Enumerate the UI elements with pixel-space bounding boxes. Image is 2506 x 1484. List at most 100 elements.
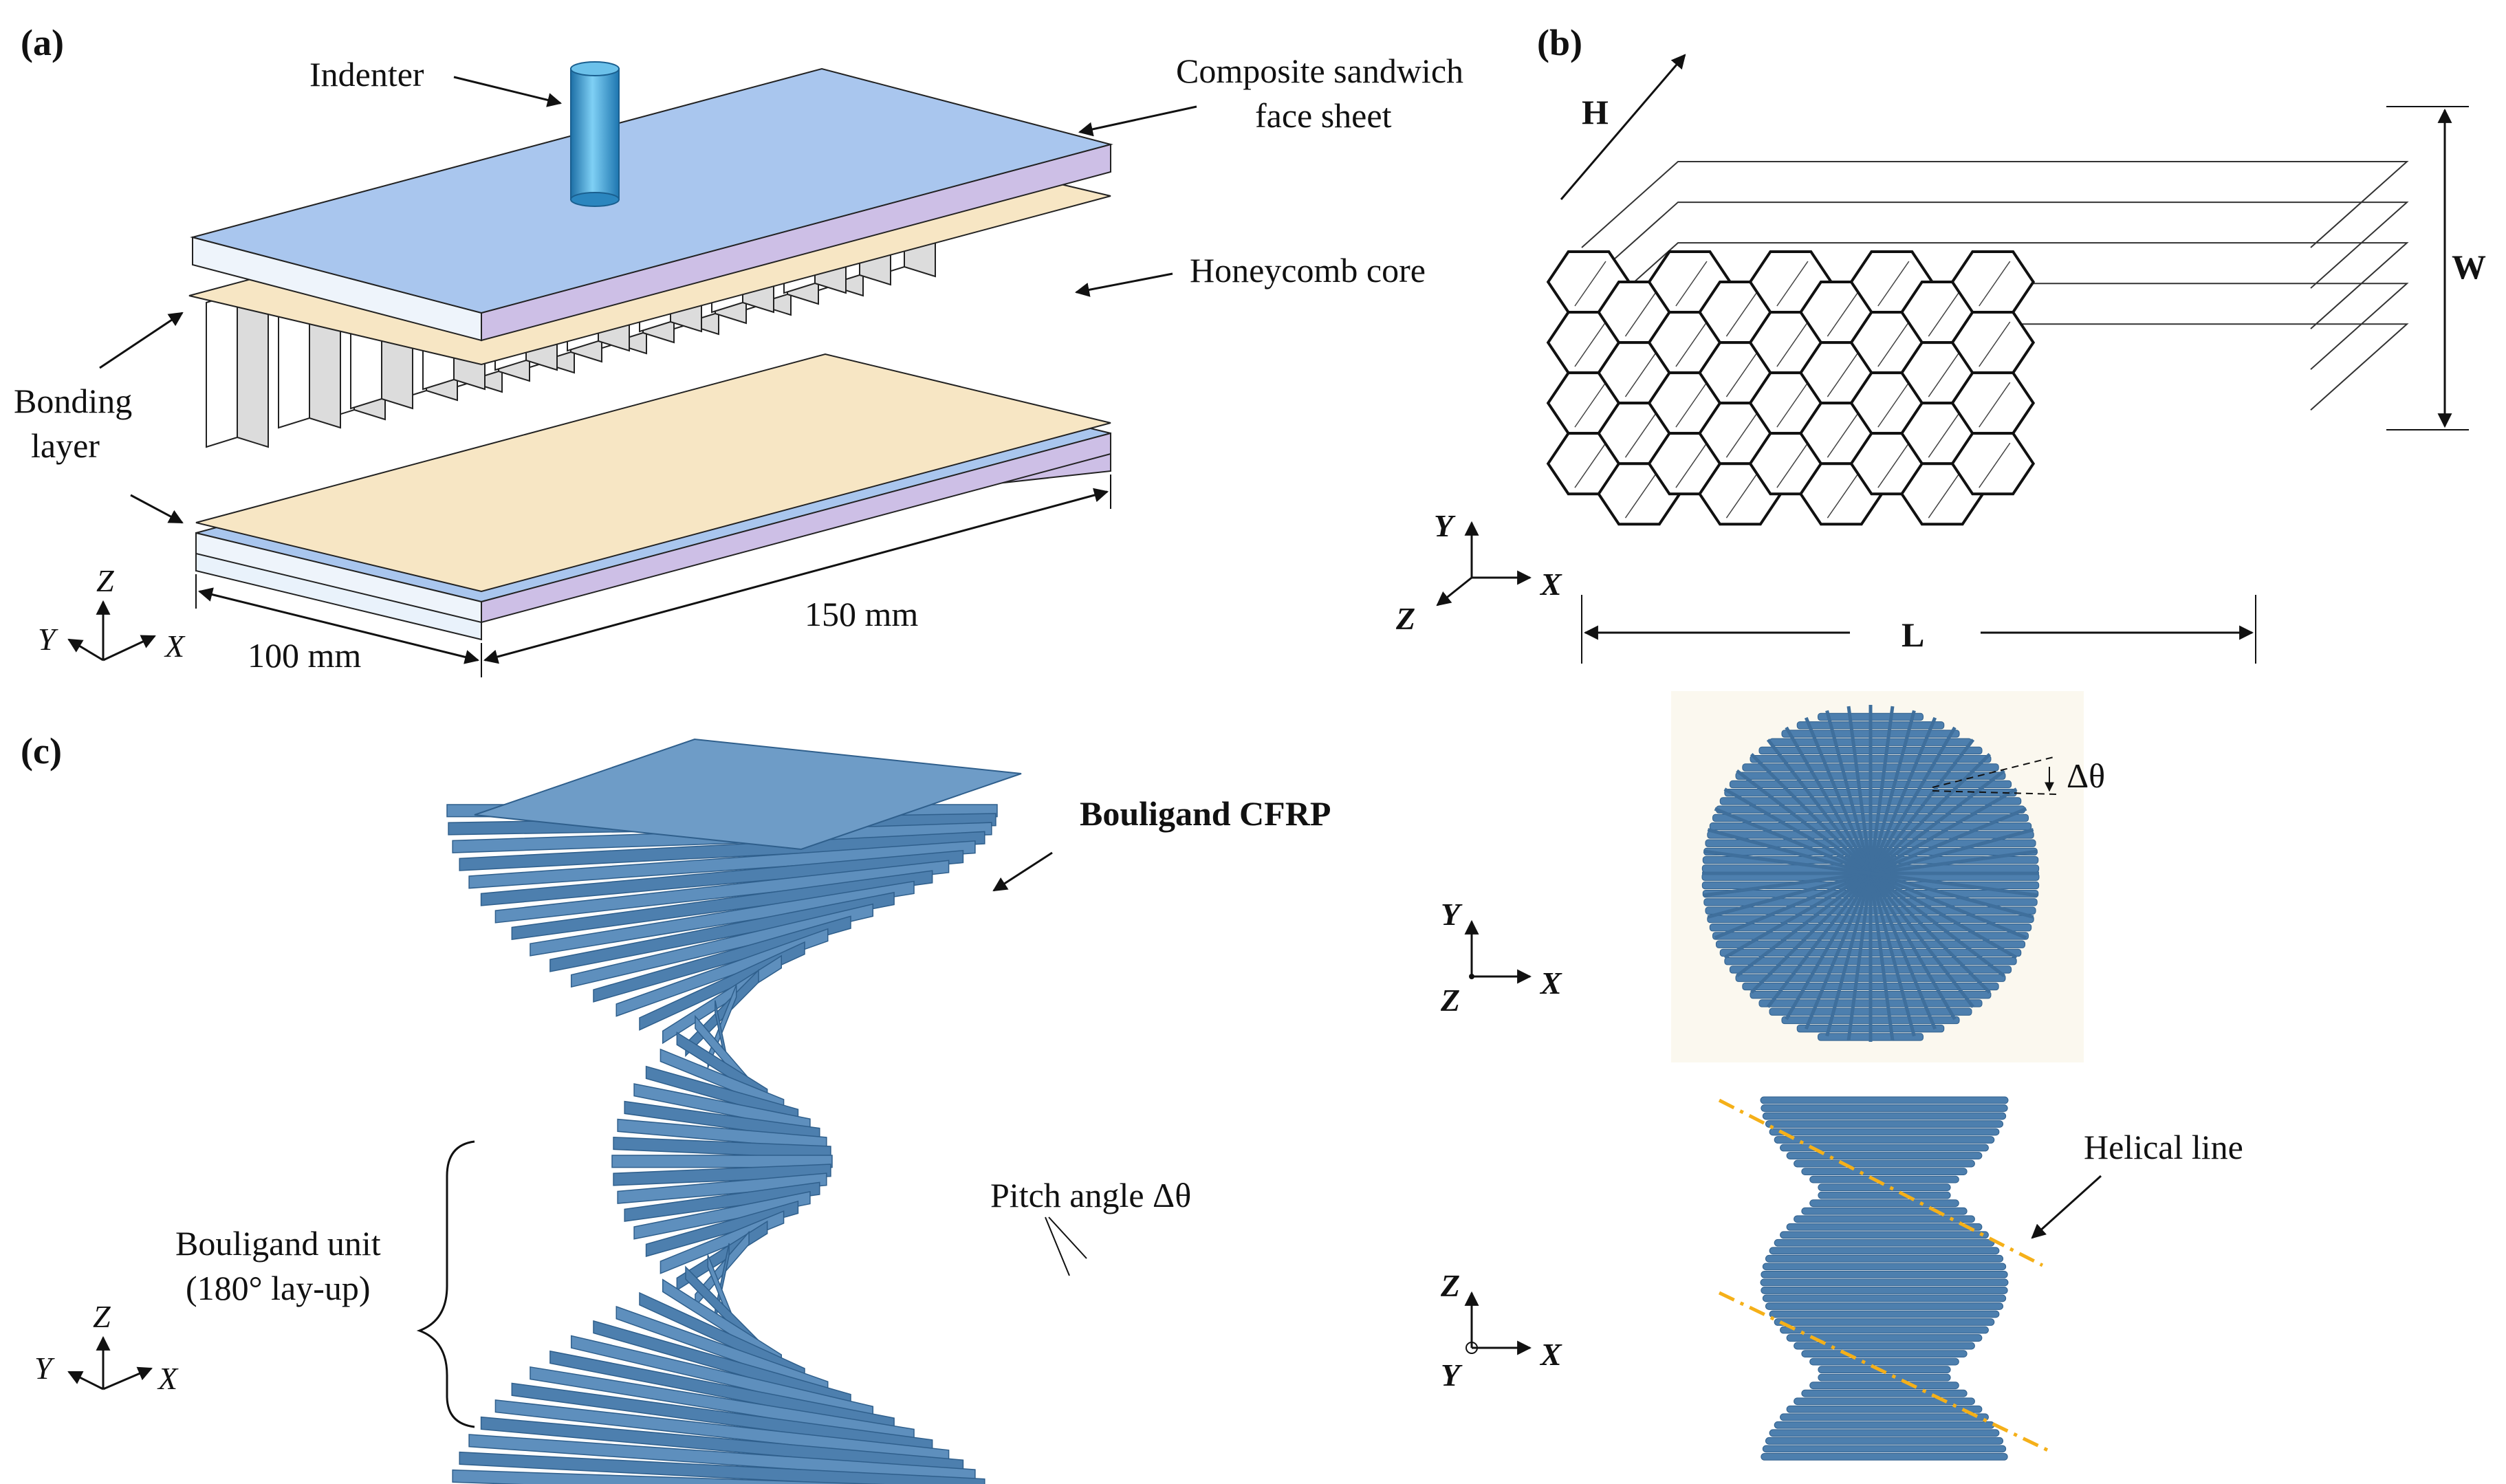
side-view-fiber-layer [1786,1152,1983,1159]
hex-shade-line [1624,412,1657,458]
top-view-rotated-fiber [1869,871,2018,959]
panel-c-label: (c) [21,730,62,772]
honeycomb-core-label: Honeycomb core [1190,251,1426,290]
top-view-rotated-fiber [1868,726,1957,875]
top-view-rotated-fiber [1785,726,1873,875]
side-view-fiber-layer [1769,1128,2000,1136]
fiber-layer [570,903,874,988]
hex-shade-line [1877,321,1910,367]
top-view-rotated-fiber [1870,871,2038,897]
side-view-fiber-layer [1780,1144,1989,1152]
top-view-rotated-fiber [1868,710,1916,874]
top-view-rotated-fiber [1869,787,2018,875]
hex-shade-line [1928,472,1960,519]
top-view-rotated-fiber [1723,787,1872,875]
panel-b-label: (b) [1537,22,1582,63]
helical-line-2 [1718,1291,2051,1453]
hex-shade-line [1827,351,1859,397]
hex-shade-line [1725,412,1758,458]
hex-shade-line [1979,382,2011,428]
panel-b: (b) H W L Y Z X [1395,22,2486,664]
pitch-angle-label: Pitch angle Δθ [990,1176,1191,1214]
indenter-label: Indenter [309,55,424,94]
dimension-H: H [1582,93,1609,131]
top-view-rotated-fiber [1785,872,1873,1021]
side-view-fiber-layer [1801,1207,1968,1215]
top-view-rotated-fiber [1868,873,1937,1030]
side-view-fiber-layer [1765,1437,2004,1445]
top-view-rotated-fiber [1869,872,1992,994]
top-view-rotated-fiber [1869,769,2005,875]
side-view-fiber-layer [1801,1350,1968,1357]
panel-c: (c) Bouligand CFRP Pitch angle Δθ Boulig… [21,691,2243,1484]
hex-extrusion-edge [1581,161,2409,248]
top-view-rotated-fiber [1870,849,2038,875]
axis-z-label-side: Z [1440,1268,1460,1303]
hex-shade-line [1725,472,1758,519]
side-view-fiber-layer [1761,1452,2008,1461]
side-view-fiber-layer [1761,1287,2008,1294]
dimension-L: L [1902,615,1924,654]
side-view-fiber-layer [1780,1231,1989,1239]
fiber-layer [593,915,851,1003]
fiber-top-face [474,738,1022,851]
side-view-fiber-layer [1818,1191,1951,1199]
axis-x-label-c: X [157,1361,179,1396]
hex-shade-line [1574,321,1606,367]
top-view-rotated-fiber [1736,769,1872,875]
top-view-rotated-fiber [1825,873,1873,1037]
bottom-bonding-layer [195,353,1111,593]
top-view-rotated-fiber [1870,807,2027,875]
top-view-rotated-fiber [1736,872,1872,978]
bouligand-unit-label-line1: Bouligand unit [175,1224,381,1263]
hex-shade-line [1574,442,1606,488]
hex-shade-line [1574,261,1606,307]
hex-shade-line [1877,261,1910,307]
side-view-fiber-layer [1801,1389,1968,1397]
side-view-fiber-layer [1761,1104,2008,1112]
axis-y-label: Y [38,622,58,657]
hex-shade-line [1675,442,1708,488]
hex-shade-line [1827,291,1859,337]
honeycomb-wall [237,292,269,448]
axis-z-label: Z [96,563,114,598]
hex-shade-line [1877,442,1910,488]
axis-triad-side [1464,1291,1532,1355]
top-view-rotated-fiber [1846,706,1873,874]
indenter [570,61,620,207]
hex-shade-line [1574,382,1606,428]
top-view-rotated-fiber [1870,828,2034,875]
top-view-rotated-fiber [1868,873,1916,1037]
fiber-layer [511,870,933,940]
axis-y-label-b: Y [1434,508,1456,543]
hex-shade-line [1776,442,1809,488]
side-view-fiber-layer [1818,1373,1951,1382]
top-view-rotated-fiber [1714,807,1871,875]
hex-shade-line [1928,291,1960,337]
axis-y-label-top: Y [1441,897,1463,932]
hex-shade-line [1624,351,1657,397]
dimension-lines [195,474,1111,677]
top-view-disk [1701,705,2040,1042]
hex-shade-line [1675,382,1708,428]
top-view-rotated-fiber [1804,873,1873,1030]
top-view-rotated-fiber [1703,871,1871,897]
axis-x-label-b: X [1539,567,1562,602]
top-view-rotated-fiber [1869,752,1992,875]
top-view-rotated-fiber [1869,739,1975,875]
side-view-fiber-layer [1762,1294,2007,1302]
hex-shade-line [1624,291,1657,337]
helical-line-label: Helical line [2084,1128,2243,1166]
side-view-fiber-layer [1760,1278,2009,1287]
side-view-fiber-layer [1774,1318,1995,1326]
top-view-rotated-fiber [1870,871,2027,940]
dimension-W: W [2452,248,2486,286]
top-view-rotated-fiber [1868,872,1957,1021]
side-view-fiber-layer [1769,1429,2000,1437]
side-view-fiber-layer [1818,1183,1951,1192]
hex-shade-line [1928,351,1960,397]
fiber-layer [530,880,915,957]
axis-triad-a [67,600,156,662]
side-view-fiber-layer [1801,1168,1968,1175]
axis-x-label-top: X [1539,965,1562,1001]
